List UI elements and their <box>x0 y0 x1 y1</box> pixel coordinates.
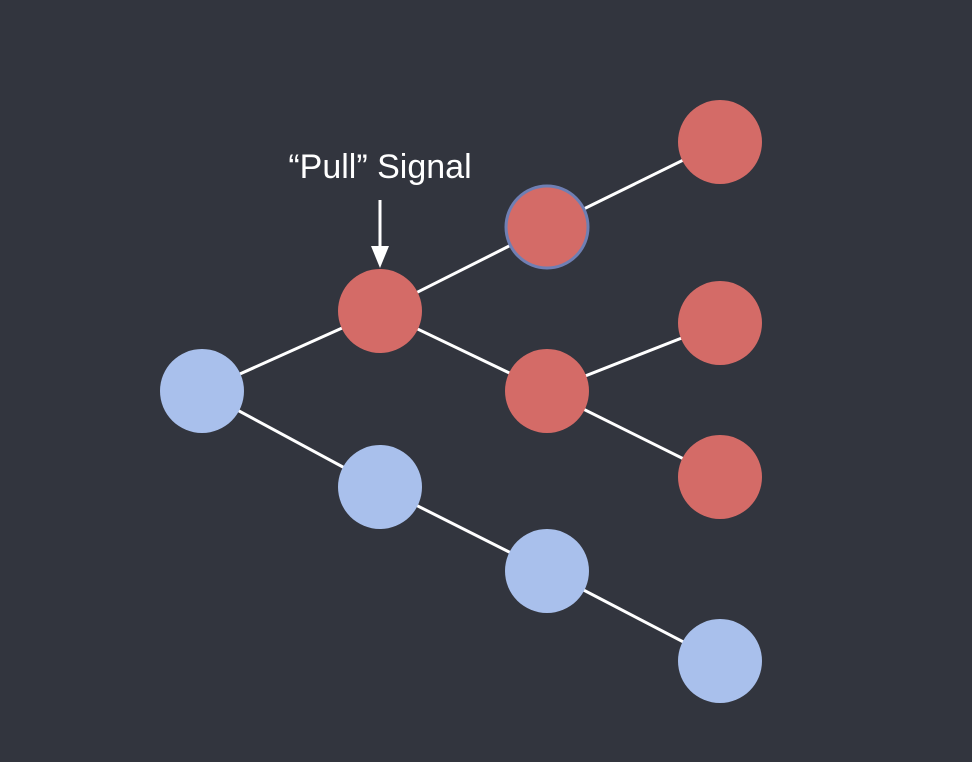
node-n6-active <box>678 281 762 365</box>
nodes-layer <box>160 100 762 703</box>
node-n7-active <box>678 435 762 519</box>
pull-signal-arrow-head <box>371 246 389 268</box>
node-n9-inactive <box>678 619 762 703</box>
node-n2-active <box>338 269 422 353</box>
node-n1-inactive <box>338 445 422 529</box>
node-n4-active <box>505 349 589 433</box>
pull-signal-annotation: “Pull” Signal <box>288 148 472 268</box>
pull-signal-label: “Pull” Signal <box>288 148 471 186</box>
node-n0-inactive <box>160 349 244 433</box>
node-n8-inactive <box>505 529 589 613</box>
node-n5-active <box>678 100 762 184</box>
node-n3-active <box>504 184 590 270</box>
edges-layer <box>201 140 721 663</box>
